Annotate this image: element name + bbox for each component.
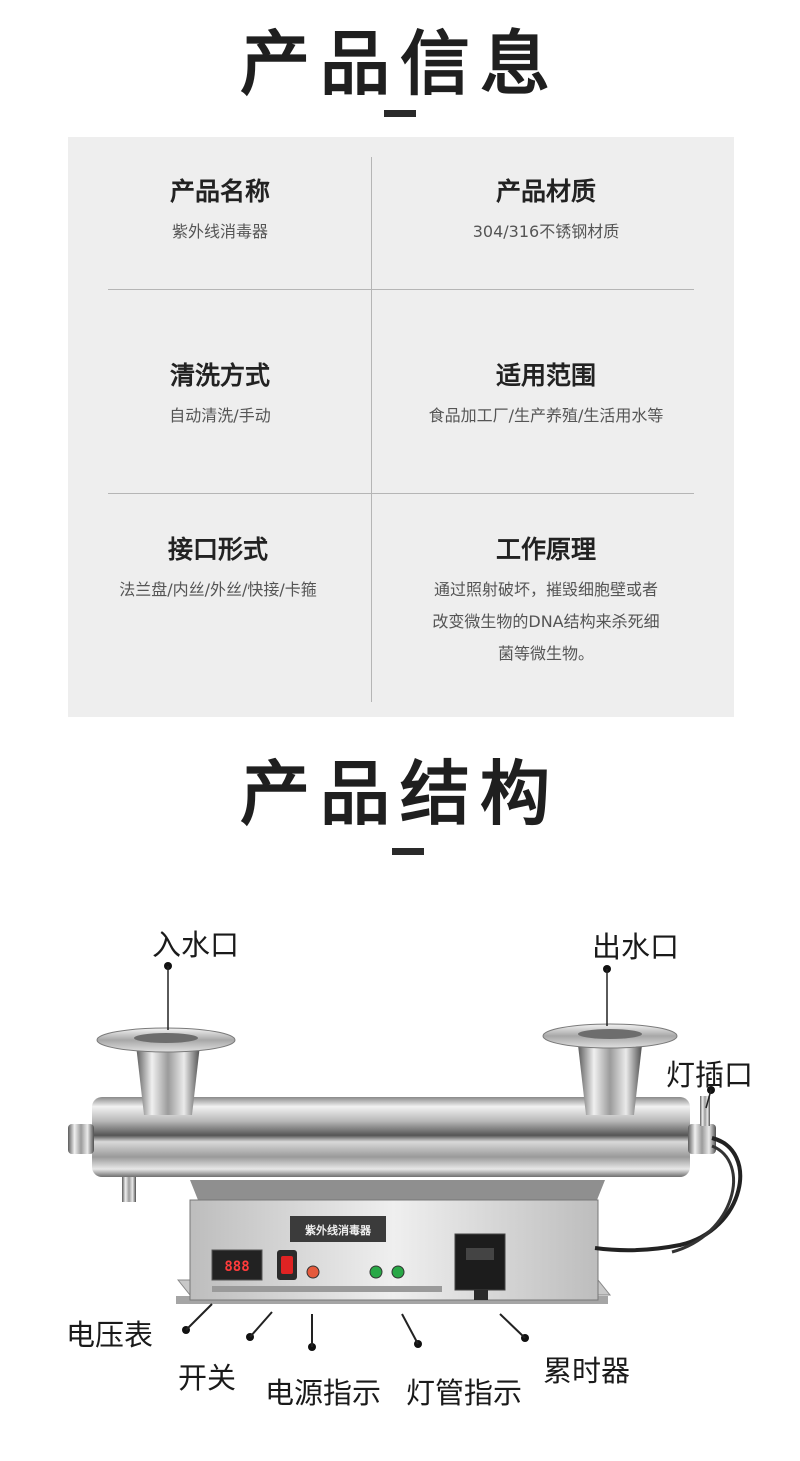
power-cable <box>594 1136 743 1253</box>
info-cell-principle: 工作原理 通过照射破坏，摧毁细胞壁或者 改变微生物的DNA结构来杀死细 菌等微生… <box>383 533 709 669</box>
info-cell-product-name: 产品名称 紫外线消毒器 <box>88 175 352 247</box>
divider-vertical <box>371 157 372 702</box>
hour-meter-connector <box>474 1290 488 1300</box>
outlet-pipe <box>578 1045 642 1115</box>
outlet-opening <box>578 1029 642 1039</box>
info-value: 紫外线消毒器 <box>171 222 268 241</box>
right-end-cap <box>688 1124 716 1154</box>
info-value: 法兰盘/内丝/外丝/快接/卡箍 <box>119 580 317 599</box>
info-value-line: 改变微生物的DNA结构来杀死细 <box>432 612 660 631</box>
info-value-line: 菌等微生物。 <box>497 644 594 663</box>
panel-label-strip <box>212 1286 442 1292</box>
structure-diagram: 紫外线消毒器 888 <box>0 900 800 1457</box>
label-lamp-socket: 灯插口 <box>666 1058 754 1092</box>
info-value: 304/316不锈钢材质 <box>472 222 620 241</box>
info-cell-application: 适用范围 食品加工厂/生产养殖/生活用水等 <box>383 359 709 431</box>
left-end-cap <box>68 1124 94 1154</box>
nameplate <box>290 1216 386 1242</box>
lamp-indicator-light-2 <box>391 1265 405 1279</box>
info-heading: 产品名称 <box>169 177 270 206</box>
hour-meter <box>454 1233 506 1291</box>
nameplate-text: 紫外线消毒器 <box>305 1223 372 1237</box>
label-switch: 开关 <box>178 1361 237 1395</box>
info-heading: 接口形式 <box>167 535 268 564</box>
control-box-top <box>190 1180 605 1200</box>
label-inlet: 入水口 <box>152 928 240 962</box>
title-underline <box>384 110 416 117</box>
info-heading: 工作原理 <box>495 535 596 564</box>
divider-horizontal <box>108 289 694 290</box>
info-value: 自动清洗/手动 <box>169 406 271 425</box>
label-hour-meter: 累时器 <box>543 1354 631 1388</box>
info-cell-interface: 接口形式 法兰盘/内丝/外丝/快接/卡箍 <box>68 533 368 605</box>
voltmeter-display <box>211 1249 263 1281</box>
callout-line <box>401 1313 419 1345</box>
uv-sterilizer-illustration: 紫外线消毒器 888 <box>68 962 743 1351</box>
structure-section-title: 产品结构 <box>240 753 560 835</box>
callout-line <box>185 1303 213 1331</box>
callout-line <box>499 1313 526 1339</box>
voltmeter-reading: 888 <box>224 1259 249 1275</box>
info-panel: 产品名称 紫外线消毒器 产品材质 304/316不锈钢材质 清洗方式 自动清洗/… <box>68 137 734 717</box>
label-power-indicator: 电源指示 <box>265 1376 382 1410</box>
callout-line <box>249 1311 273 1338</box>
info-cell-cleaning-method: 清洗方式 自动清洗/手动 <box>88 359 352 431</box>
info-value-line: 通过照射破坏，摧毁细胞壁或者 <box>433 580 658 599</box>
info-heading: 清洗方式 <box>169 361 270 390</box>
title-underline <box>392 848 424 855</box>
info-cell-material: 产品材质 304/316不锈钢材质 <box>383 175 709 247</box>
hour-meter-window <box>466 1248 494 1260</box>
lamp-indicator-light-1 <box>369 1265 383 1279</box>
power-indicator-light <box>306 1265 320 1279</box>
lamp-socket <box>700 1096 710 1126</box>
info-section-title: 产品信息 <box>240 23 560 105</box>
main-tube <box>92 1097 690 1177</box>
label-outlet: 出水口 <box>592 930 680 964</box>
divider-horizontal <box>108 493 694 494</box>
label-lamp-indicator: 灯管指示 <box>406 1376 523 1410</box>
power-cable-2 <box>671 1144 736 1254</box>
info-heading: 适用范围 <box>495 361 596 390</box>
callout-line <box>705 1089 712 1109</box>
inlet-pipe <box>136 1045 200 1115</box>
info-heading: 产品材质 <box>495 177 596 206</box>
power-switch[interactable] <box>281 1256 293 1274</box>
info-value: 食品加工厂/生产养殖/生活用水等 <box>428 406 664 425</box>
drain-nozzle <box>122 1176 136 1202</box>
label-voltmeter: 电压表 <box>66 1318 154 1352</box>
inlet-opening <box>134 1033 198 1043</box>
